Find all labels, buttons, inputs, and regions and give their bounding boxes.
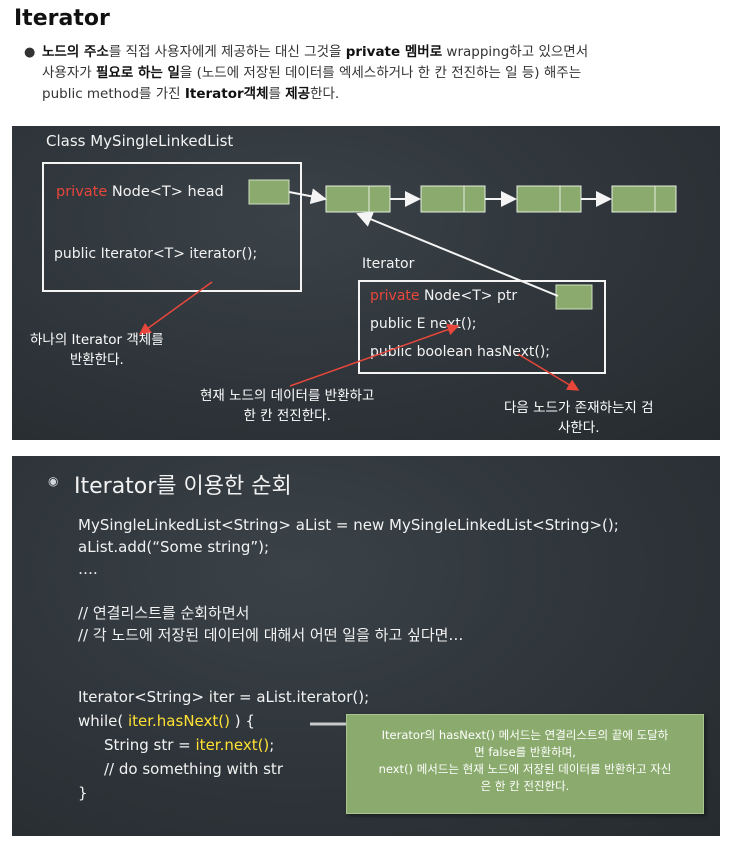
class-box (42, 162, 302, 292)
bullet-text: 필요로 하는 일 (95, 65, 180, 81)
note-line: 면 false를 반환하며, (474, 745, 576, 759)
code-token: while( (78, 712, 128, 730)
note-line: next() 메서드는 현재 노드에 저장된 데이터를 반환하고 자신 (378, 762, 672, 776)
linked-list-diagram (138, 179, 677, 391)
code-token: String str = (104, 736, 196, 754)
explanation-note: Iterator의 hasNext() 메서드는 연결리스트의 끝에 도달하 면… (346, 714, 704, 814)
slide-heading: Iterator를 이용한 순회 (74, 474, 292, 499)
class-title: Class MySingleLinkedList (46, 132, 234, 150)
bullet-text: wrapping하고 있으면서 (442, 44, 589, 60)
list-node (611, 185, 677, 213)
iterator-title: Iterator (362, 256, 415, 272)
next-arrow (289, 323, 460, 387)
code-line: MySingleLinkedList<String> aList = new M… (78, 516, 619, 534)
code-token: ; (269, 736, 275, 754)
diagram-slide: Class MySingleLinkedList private Node<T>… (12, 126, 720, 440)
list-node (516, 185, 582, 213)
note-line: 반환한다. (69, 352, 124, 368)
bullet-text: 을 (노드에 저장된 데이터를 엑세스하거나 한 칸 전진하는 일 등) 해주는 (179, 65, 582, 81)
bullet-swirl-icon: ◉ (48, 474, 59, 488)
bullet-dot-icon: ● (24, 45, 36, 60)
iterator-method: public Iterator<T> iterator(); (54, 246, 258, 262)
iterator-box (358, 280, 606, 374)
note-hasnext: 다음 노드가 존재하는지 검 사한다. (504, 398, 654, 438)
code-line: } (78, 784, 88, 802)
hasnext-call: iter.hasNext() (127, 712, 230, 730)
bullet-text: 제공 (285, 86, 311, 102)
hasnext-method: public boolean hasNext(); (370, 344, 550, 360)
private-keyword: private (56, 184, 108, 200)
list-node (420, 185, 486, 213)
bullet-text: 를 직접 사용자에게 제공하는 대신 그것을 (108, 44, 346, 60)
head-field-text: Node<T> head (107, 184, 224, 200)
bullet-text: Iterator객체 (184, 86, 269, 102)
intro-bullet: ● 노드의 주소를 직접 사용자에게 제공하는 대신 그것을 private 멤… (24, 42, 732, 105)
page-title: Iterator (14, 6, 110, 31)
bullet-text: 한다. (310, 86, 340, 102)
code-slide: ◉ Iterator를 이용한 순회 MySingleLinkedList<St… (12, 456, 720, 836)
ptr-field-text: Node<T> ptr (419, 288, 518, 304)
note-line: 사한다. (557, 420, 600, 436)
bullet-text: 를 (268, 86, 286, 102)
note-line: Iterator의 hasNext() 메서드는 연결리스트의 끝에 도달하 (381, 728, 669, 742)
next-call: iter.next() (195, 736, 270, 754)
code-line: aList.add(“Some string”); (78, 538, 270, 556)
list-nodes (325, 185, 677, 213)
note-line: 한 칸 전진한다. (243, 408, 331, 424)
callout-connector (310, 722, 346, 726)
note-line: 현재 노드의 데이터를 반환하고 (200, 388, 375, 404)
head-field: private Node<T> head (56, 184, 224, 200)
code-comment: // 연결리스트를 순회하면서 (78, 604, 250, 622)
code-token: ) { (229, 712, 255, 730)
bullet-text: private 멤버로 (345, 44, 443, 60)
list-node (325, 185, 391, 213)
head-pointer-cell (248, 179, 290, 205)
ptr-field: private Node<T> ptr (370, 288, 517, 304)
note-iterator-return: 하나의 Iterator 객체를 반환한다. (30, 330, 164, 370)
code-comment: // 각 노드에 저장된 데이터에 대해서 어떤 일을 하고 싶다면… (78, 626, 464, 644)
code-line: …. (78, 560, 98, 578)
private-keyword: private (370, 288, 420, 304)
code-comment: // do something with str (104, 760, 283, 778)
note-line: 하나의 Iterator 객체를 (30, 332, 164, 348)
note-line: 은 한 칸 전진한다. (480, 779, 570, 793)
assign-line: String str = iter.next(); (104, 736, 274, 754)
note-next: 현재 노드의 데이터를 반환하고 한 칸 전진한다. (200, 386, 374, 426)
bullet-text: 사용자가 (42, 65, 96, 81)
while-line: while( iter.hasNext() ) { (78, 712, 255, 730)
code-line: Iterator<String> iter = aList.iterator()… (78, 688, 370, 706)
bullet-text: public method를 가진 (42, 86, 185, 102)
note-line: 다음 노드가 존재하는지 검 (504, 400, 654, 416)
bullet-text: 노드의 주소 (42, 44, 109, 60)
ptr-pointer-cell (555, 284, 593, 310)
